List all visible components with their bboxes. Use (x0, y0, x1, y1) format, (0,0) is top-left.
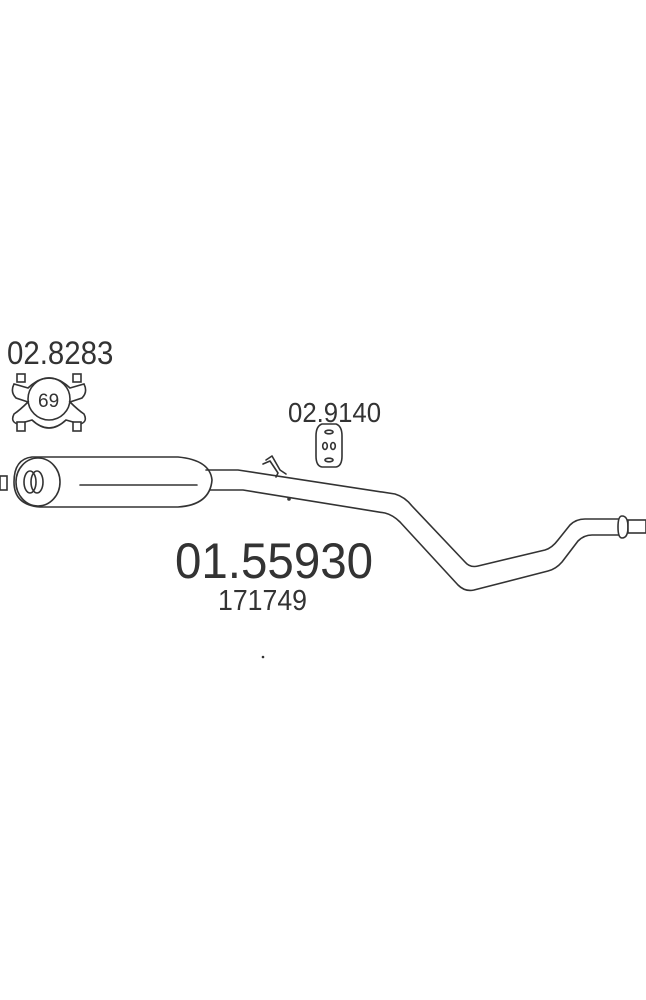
clamp-icon: 69 (11, 373, 87, 432)
oe-reference-number: 171749 (218, 584, 307, 616)
sensor-nipple-icon (262, 455, 287, 478)
muffler-body (13, 456, 213, 508)
clamp-part-number: 02.8283 (7, 335, 113, 371)
outlet-connector (627, 519, 646, 534)
muffler-assembly-drawing (0, 455, 646, 592)
clamp-size-label: 69 (38, 391, 59, 412)
tailpipe-upper-edge (205, 469, 623, 568)
tailpipe-lower-edge (209, 489, 623, 592)
dot-mark (261, 655, 265, 659)
inlet-stub (0, 475, 8, 491)
rubber-hanger-icon (315, 423, 343, 468)
muffler-part-number: 01.55930 (175, 534, 373, 589)
hanger-part-number: 02.9140 (288, 397, 381, 428)
pipe-flare (617, 515, 629, 539)
